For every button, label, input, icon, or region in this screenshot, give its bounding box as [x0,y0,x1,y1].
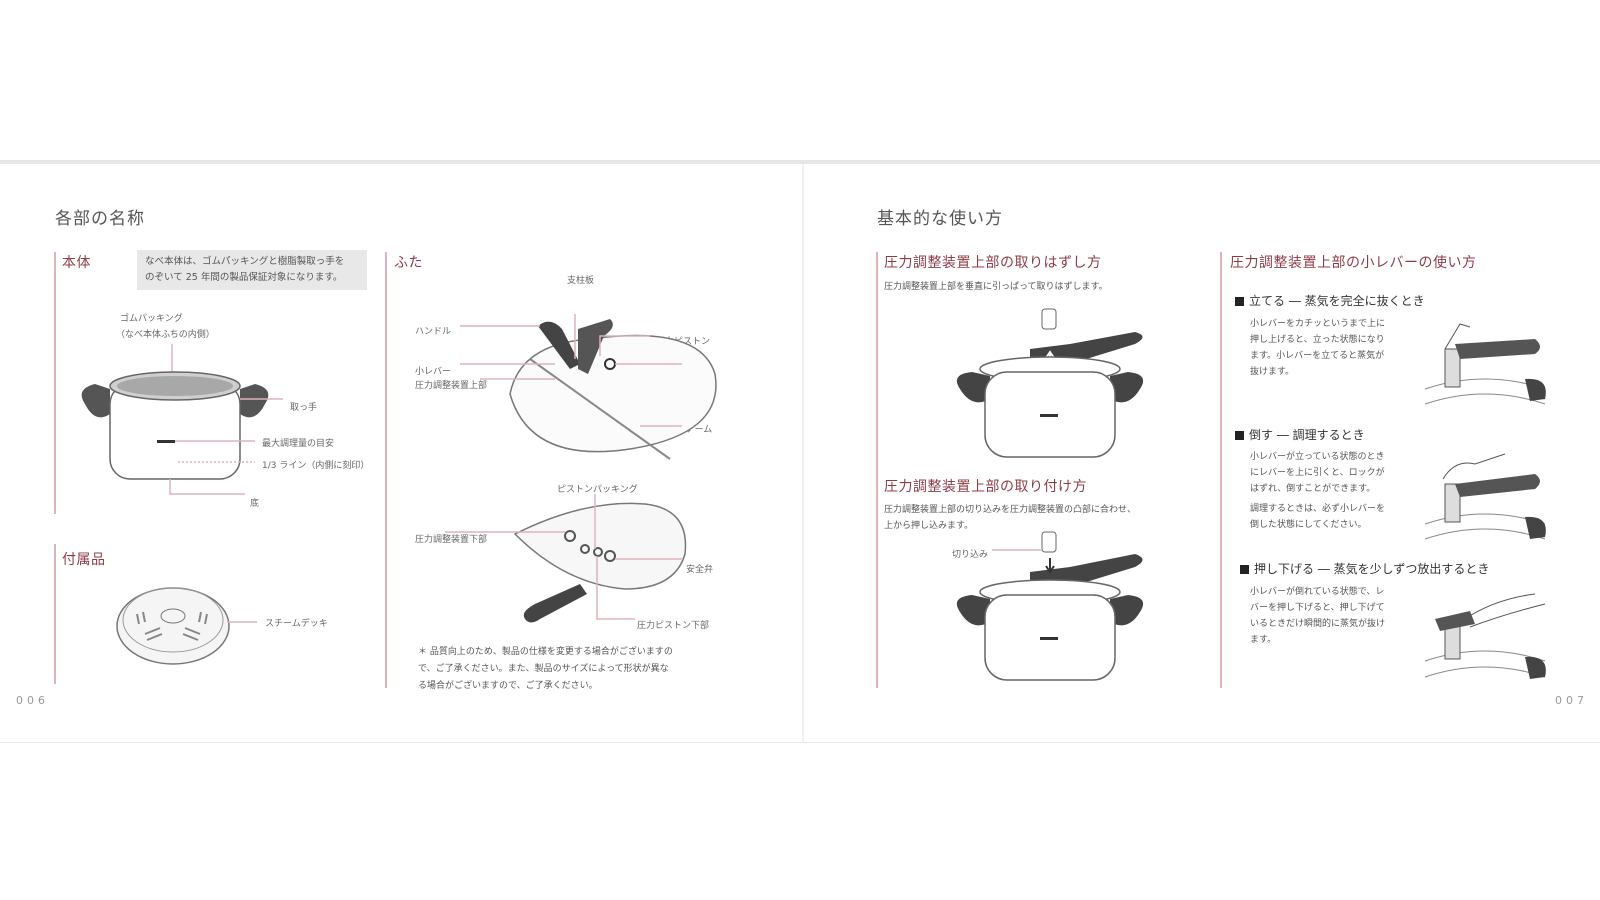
footnote-line: ＊ 品質向上のため、製品の仕様を変更する場合がございますの [418,647,673,657]
page-gutter [802,164,804,742]
attach-heading: 圧力調整装置上部の取り付け方 [884,479,1087,495]
item-title: 倒す ― 調理するとき [1249,428,1365,442]
attach-text-line: 圧力調整装置上部の切り込みを圧力調整装置の凸部に合わせ、 [884,505,1137,515]
pot-remove-illustration [956,308,1144,458]
label-small-lever: 小レバー [415,367,452,377]
lid-bottom-illustration [445,494,687,623]
left-page-number: 006 [16,694,49,707]
right-page-number: 007 [1555,694,1588,707]
attach-text-line: 上から押し込みます。 [884,521,974,531]
lever-raise-illustration [1424,323,1546,405]
label-regulator-top: 圧力調整装置上部 [415,381,488,391]
lever-item-push-text: 小レバーが倒れている状態で、レ バーを押し下げると、押し下げて いるときだけ瞬間… [1250,584,1385,648]
label-support-plate: 支柱板 [567,276,595,286]
remove-heading: 圧力調整装置上部の取りはずし方 [884,255,1102,271]
lever-item-lower-title: 倒す ― 調理するとき [1235,426,1365,443]
lever-heading: 圧力調整装置上部の小レバーの使い方 [1230,255,1477,271]
text-line: 押し上げると、立った状態になり [1250,335,1385,345]
lid-heading: ふた [394,255,423,271]
square-bullet-icon [1235,297,1244,306]
label-arm: アーム [686,425,713,435]
label-gasket: ゴムパッキング [120,314,183,324]
note-line: なべ本体は、ゴムパッキングと樹脂製取っ手を [145,256,345,267]
manual-spread: 各部の名称 本体 なべ本体は、ゴムパッキングと樹脂製取っ手を のぞいて 25 年… [0,160,1600,743]
label-regulator-bottom: 圧力調整装置下部 [415,535,488,545]
text-line: 小レバーが立っている状態のとき [1250,452,1385,462]
attach-text: 圧力調整装置上部の切り込みを圧力調整装置の凸部に合わせ、 上から押し込みます。 [884,502,1136,534]
item-title: 立てる ― 蒸気を完全に抜くとき [1249,294,1425,308]
section-rule [54,252,56,514]
lid-footnote: ＊ 品質向上のため、製品の仕様を変更する場合がございますの で、ご了承ください。… [418,644,673,695]
text-line: 小レバーが倒れている状態で、レ [1250,587,1385,597]
label-piston-bottom: 圧力ピストン下部 [637,621,710,631]
label-notch: 切り込み [952,550,989,560]
lid-top-illustration [460,314,717,460]
lever-item-raise-text: 小レバーをカチッというまで上に 押し上げると、立った状態になり ます。小レバーを… [1250,316,1385,380]
text-line: はずれ、倒すことができます。 [1250,484,1376,494]
text-line: 小レバーをカチッというまで上に [1250,319,1386,329]
pot-illustration [81,344,283,495]
label-third-line: 1/3 ライン（内側に刻印） [262,461,370,471]
pot-attach-illustration [956,531,1144,681]
label-max-line: 最大調理量の目安 [262,439,335,449]
lever-item-lower-text: 小レバーが立っている状態のとき にレバーを上に引くと、ロックが はずれ、倒すこと… [1250,449,1385,533]
note-line: のぞいて 25 年間の製品保証対象になります。 [145,272,343,283]
label-bottom: 底 [250,499,260,509]
label-handle: 取っ手 [290,403,318,413]
section-rule [1220,252,1222,688]
steam-deck-illustration [116,587,257,665]
section-rule [385,252,387,688]
square-bullet-icon [1240,565,1249,574]
right-page-title: 基本的な使い方 [877,209,1003,229]
remove-text: 圧力調整装置上部を垂直に引っぱって取りはずします。 [884,282,1108,292]
lever-item-raise-title: 立てる ― 蒸気を完全に抜くとき [1235,292,1425,309]
section-rule [54,544,56,684]
text-line: バーを押し下げると、押し下げて [1250,603,1385,613]
accessory-heading: 付属品 [62,552,106,568]
text-line: 倒した状態にしてください。 [1250,520,1367,530]
body-heading: 本体 [62,255,91,271]
label-piston-packing: ピストンパッキング [557,485,638,495]
text-line: 抜けます。 [1250,367,1295,377]
warranty-note: なべ本体は、ゴムパッキングと樹脂製取っ手を のぞいて 25 年間の製品保証対象に… [137,250,367,290]
label-steam-deck: スチームデッキ [265,619,328,629]
text-line: ます。 [1250,635,1277,645]
lever-item-push-title: 押し下げる ― 蒸気を少しずつ放出するとき [1240,560,1489,577]
footnote-line: で、ご了承ください。また、製品のサイズによって形状が異な [418,664,669,674]
lever-push-illustration [1424,593,1546,679]
section-rule [876,252,878,688]
label-gasket-sub: （なべ本体ふちの内側） [116,330,215,340]
label-safety-valve-2: 安全弁 [686,565,714,575]
text-line: ます。小レバーを立てると蒸気が [1250,351,1385,361]
lever-lower-illustration [1424,453,1546,540]
square-bullet-icon [1235,431,1244,440]
text-line: 調理するときは、必ず小レバーを [1250,504,1386,514]
left-page-title: 各部の名称 [55,209,145,229]
label-lid-handle: ハンドル [415,327,452,337]
text-line: いるときだけ瞬間的に蒸気が抜け [1250,619,1386,629]
text-line: にレバーを上に引くと、ロックが [1250,468,1385,478]
item-title: 押し下げる ― 蒸気を少しずつ放出するとき [1254,562,1490,576]
footnote-line: る場合がございますので、ご了承ください。 [418,681,598,691]
